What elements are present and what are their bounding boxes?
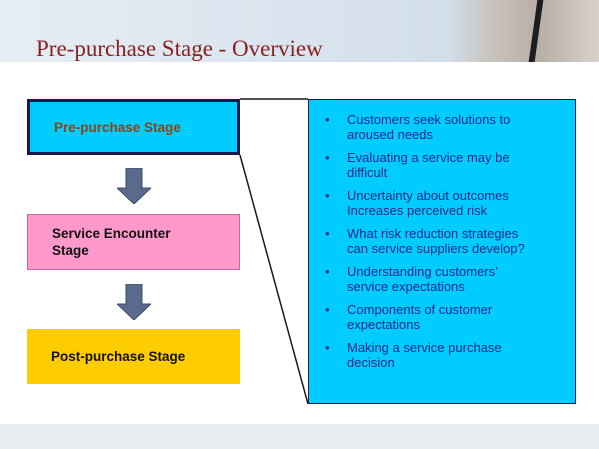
down-arrow-icon xyxy=(117,284,151,320)
bullet-item: • Understanding customers’service expecta… xyxy=(325,264,565,294)
bullet-text-line: Uncertainty about outcomes xyxy=(347,188,509,203)
bullet-text-line: can service suppliers develop? xyxy=(347,241,525,256)
service-encounter-line-2: Stage xyxy=(52,243,89,258)
bullet-dot: • xyxy=(325,302,330,317)
bullet-dot: • xyxy=(325,112,330,127)
service-encounter-stage-label: Service Encounter Stage xyxy=(52,225,171,259)
post-purchase-stage-label: Post-purchase Stage xyxy=(51,349,186,364)
pre-purchase-stage-label: Pre-purchase Stage xyxy=(54,119,181,135)
bullet-text-line: difficult xyxy=(347,165,388,180)
bullet-text-line: Customers seek solutions to xyxy=(347,112,511,127)
slide-title: Pre-purchase Stage - Overview xyxy=(36,36,323,61)
bullet-text-line: expectations xyxy=(347,317,420,332)
bullet-dot: • xyxy=(325,264,330,279)
service-encounter-stage-box: Service Encounter Stage xyxy=(27,214,240,270)
bullet-text-line: Making a service purchase xyxy=(347,340,502,355)
bullet-dot: • xyxy=(325,340,330,355)
bullet-text-line: service expectations xyxy=(347,279,465,294)
bullet-text-line: Increases perceived risk xyxy=(347,203,488,218)
bullet-text-line: Components of customer xyxy=(347,302,493,317)
pre-purchase-stage-box: Pre-purchase Stage xyxy=(27,99,240,155)
bullet-dot: • xyxy=(325,188,330,203)
bullet-text-line: Understanding customers’ xyxy=(347,264,499,279)
bullet-dot: • xyxy=(325,226,330,241)
bullet-text-line: aroused needs xyxy=(347,127,434,142)
header-photo xyxy=(449,0,599,62)
down-arrow-icon xyxy=(117,168,151,204)
bullet-text-line: Evaluating a service may be xyxy=(347,150,510,165)
bullet-dot: • xyxy=(325,150,330,165)
post-purchase-stage-box: Post-purchase Stage xyxy=(27,329,240,384)
footer-band xyxy=(0,424,599,449)
bullet-text-line: decision xyxy=(347,355,395,370)
service-encounter-line-1: Service Encounter xyxy=(52,226,171,241)
bullet-text-line: What risk reduction strategies xyxy=(347,226,519,241)
